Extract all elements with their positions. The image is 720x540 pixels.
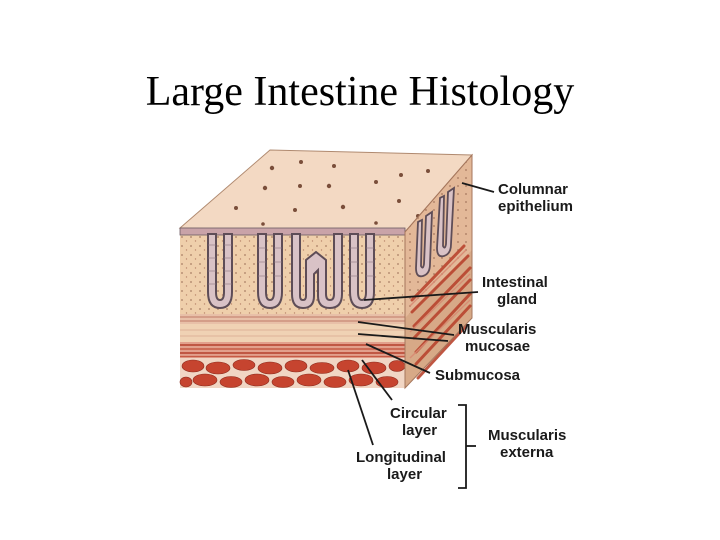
circular-muscle-layer [180,342,405,358]
submucosa-layer [180,324,405,342]
label-muscularis-mucosae: Muscularis mucosae [458,321,541,355]
label-line: mucosae [465,338,530,355]
label-line: Intestinal [482,274,548,291]
slide-title: Large Intestine Histology [145,69,575,115]
intestinal-glands [207,233,375,310]
label-line: gland [497,291,537,308]
label-line: epithelium [498,198,573,215]
label-line: Muscularis [488,427,566,444]
label-longitudinal-layer: Longitudinal layer [356,449,450,483]
label-line: Columnar [498,181,568,198]
gland-cell-striations [208,244,374,285]
label-line: layer [402,422,437,439]
label-line: Muscularis [458,321,536,338]
leader-lines [347,182,495,489]
label-line: layer [387,466,422,483]
label-columnar-epithelium: Columnar epithelium [498,181,573,215]
label-circular-layer: Circular layer [390,405,451,439]
label-line: Submucosa [435,367,521,384]
label-submucosa: Submucosa [435,367,521,384]
muscularis-mucosae-layer [180,314,405,324]
label-line: Longitudinal [356,449,446,466]
label-intestinal-gland: Intestinal gland [482,274,552,308]
longitudinal-muscle-layer [179,358,406,388]
label-line: Circular [390,405,447,422]
label-line: externa [500,444,554,461]
label-muscularis-externa: Muscularis externa [488,427,571,461]
